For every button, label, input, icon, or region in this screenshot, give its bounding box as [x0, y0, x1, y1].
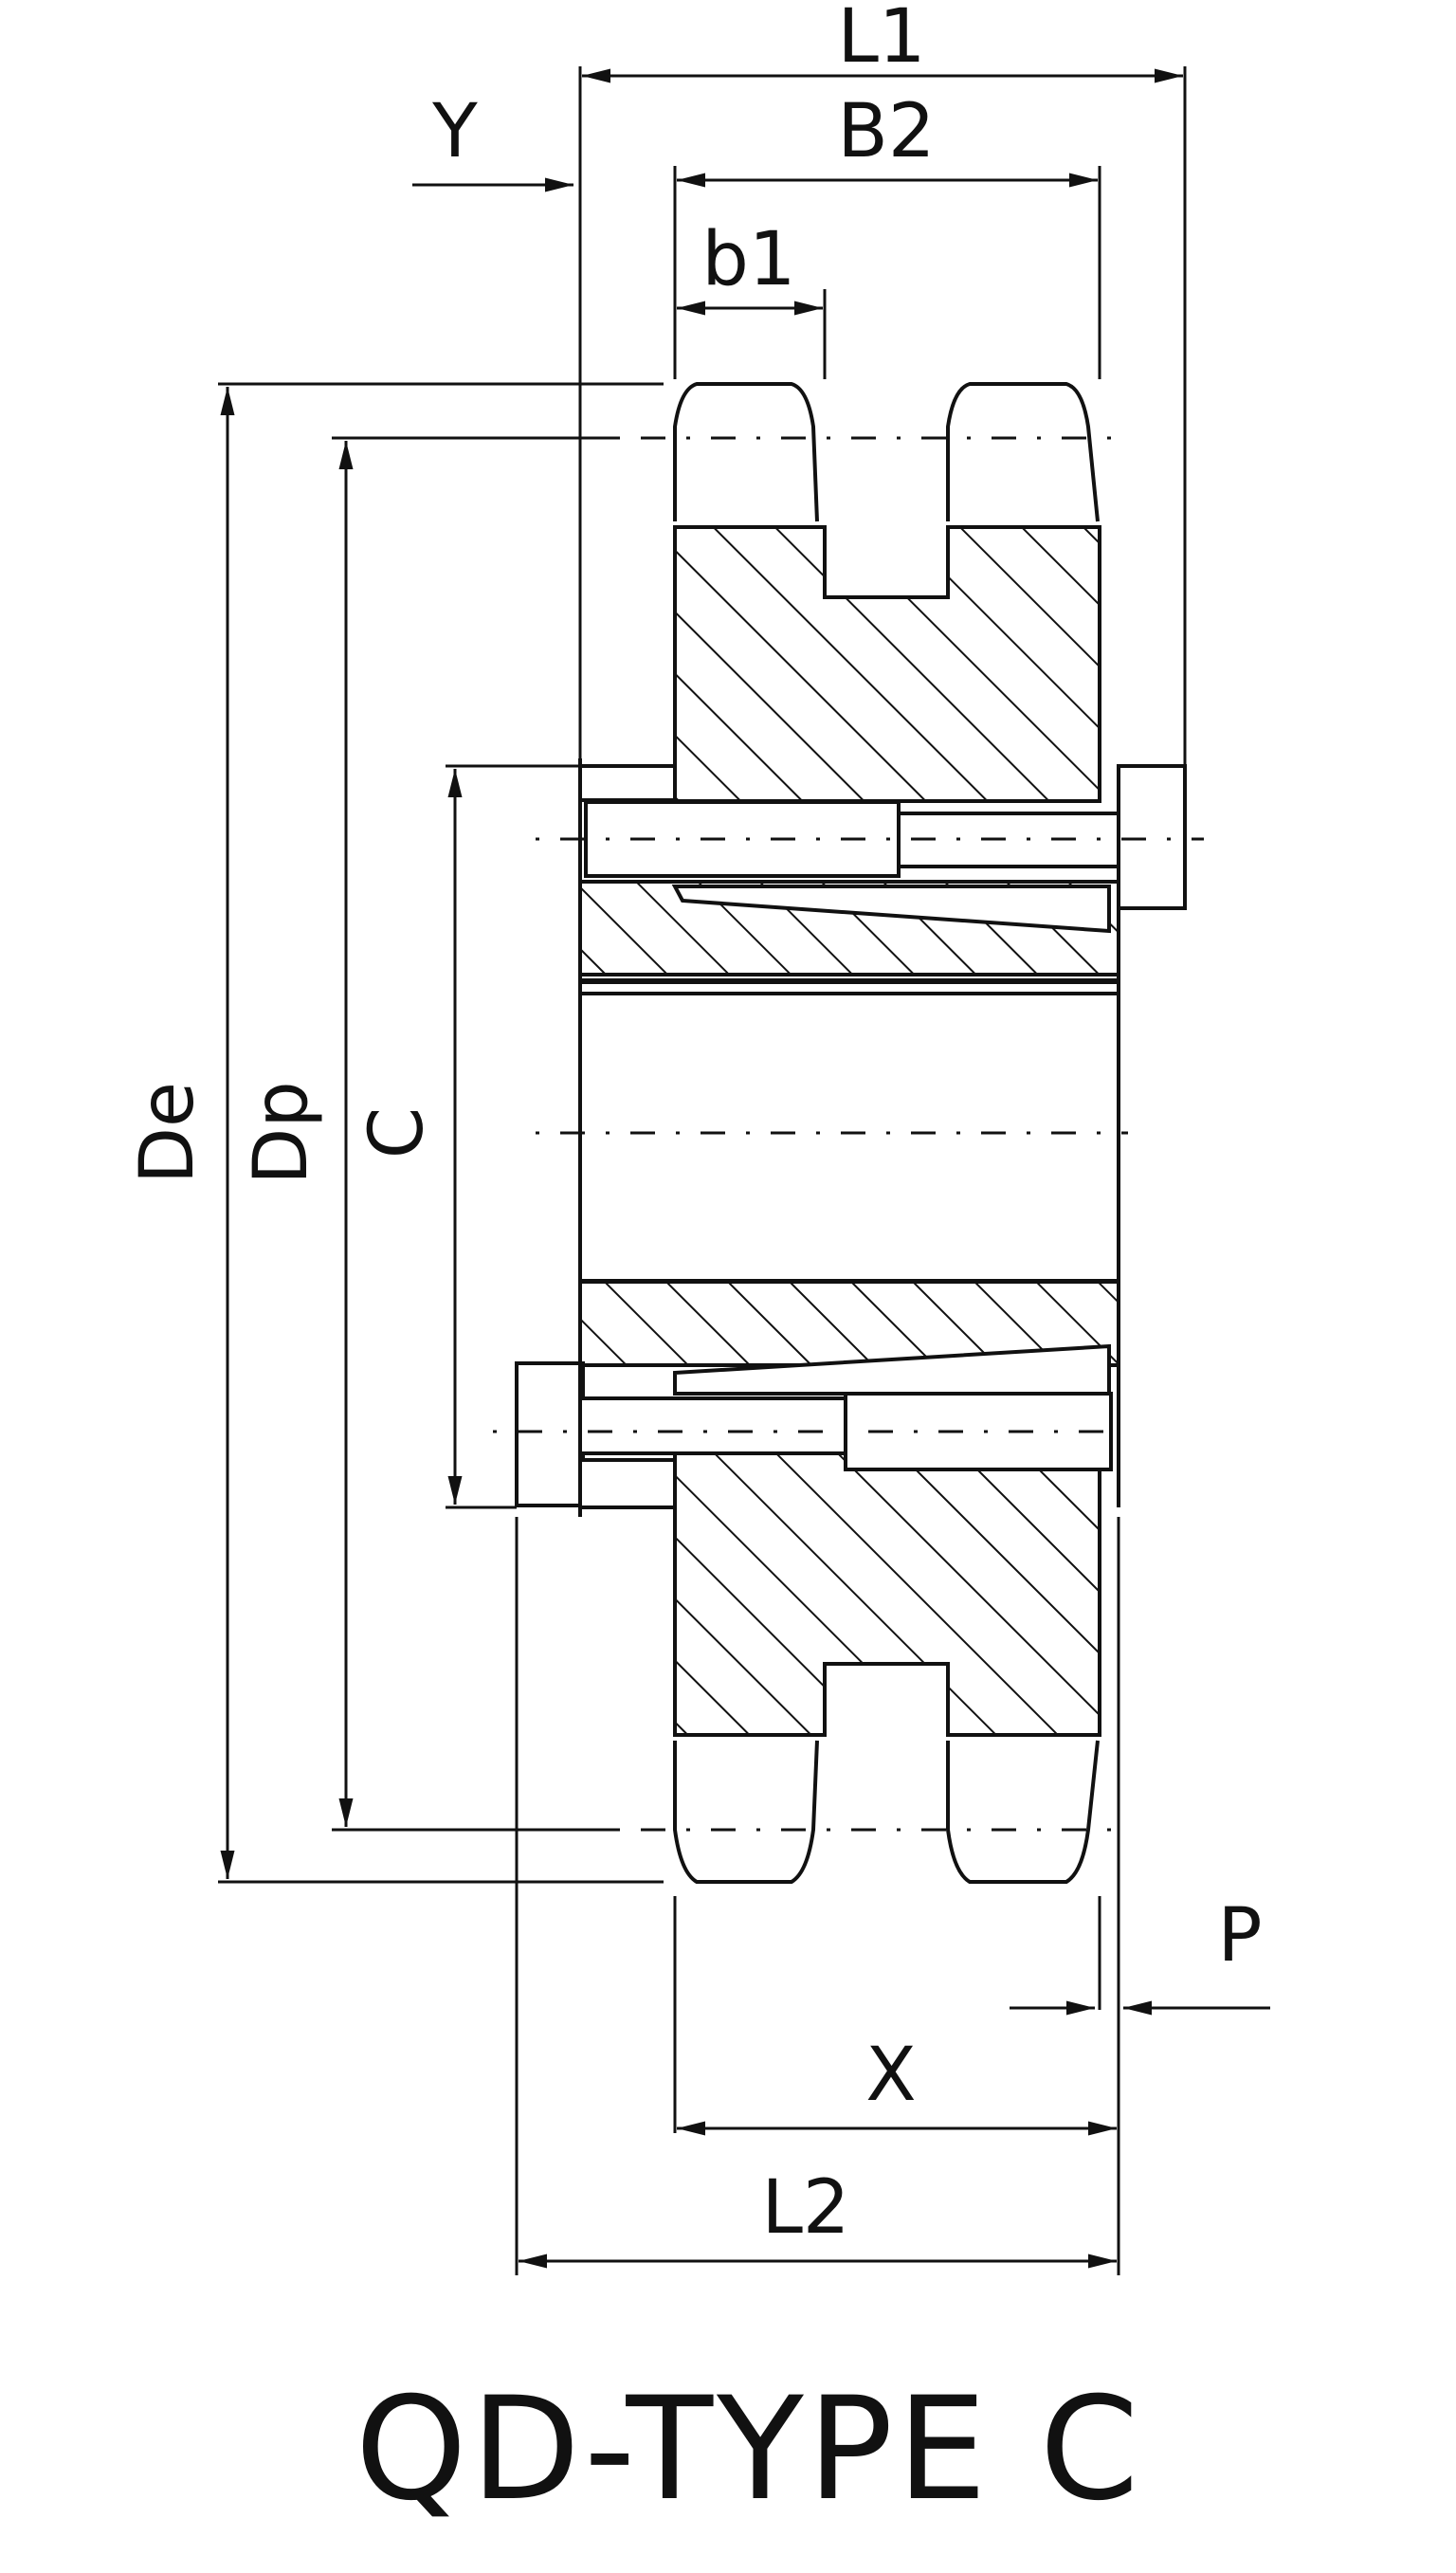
- label-L1: L1: [837, 0, 925, 80]
- label-B2: B2: [837, 89, 935, 174]
- extension-lines: [218, 66, 1187, 2275]
- upper-hub-section: [673, 382, 1101, 803]
- label-De: De: [125, 1082, 210, 1184]
- label-X: X: [865, 2033, 916, 2118]
- label-Dp: Dp: [239, 1081, 324, 1185]
- label-L2: L2: [761, 2165, 849, 2251]
- dimension-lines: [220, 68, 1270, 2269]
- upper-bushing: [578, 764, 1187, 995]
- label-P: P: [1217, 1893, 1262, 1979]
- label-b1: b1: [701, 217, 795, 302]
- lower-hub-section: [673, 1444, 1101, 1884]
- label-C: C: [355, 1107, 440, 1159]
- drawing-title: QD-TYPE C: [355, 2367, 1143, 2532]
- label-Y: Y: [431, 89, 478, 174]
